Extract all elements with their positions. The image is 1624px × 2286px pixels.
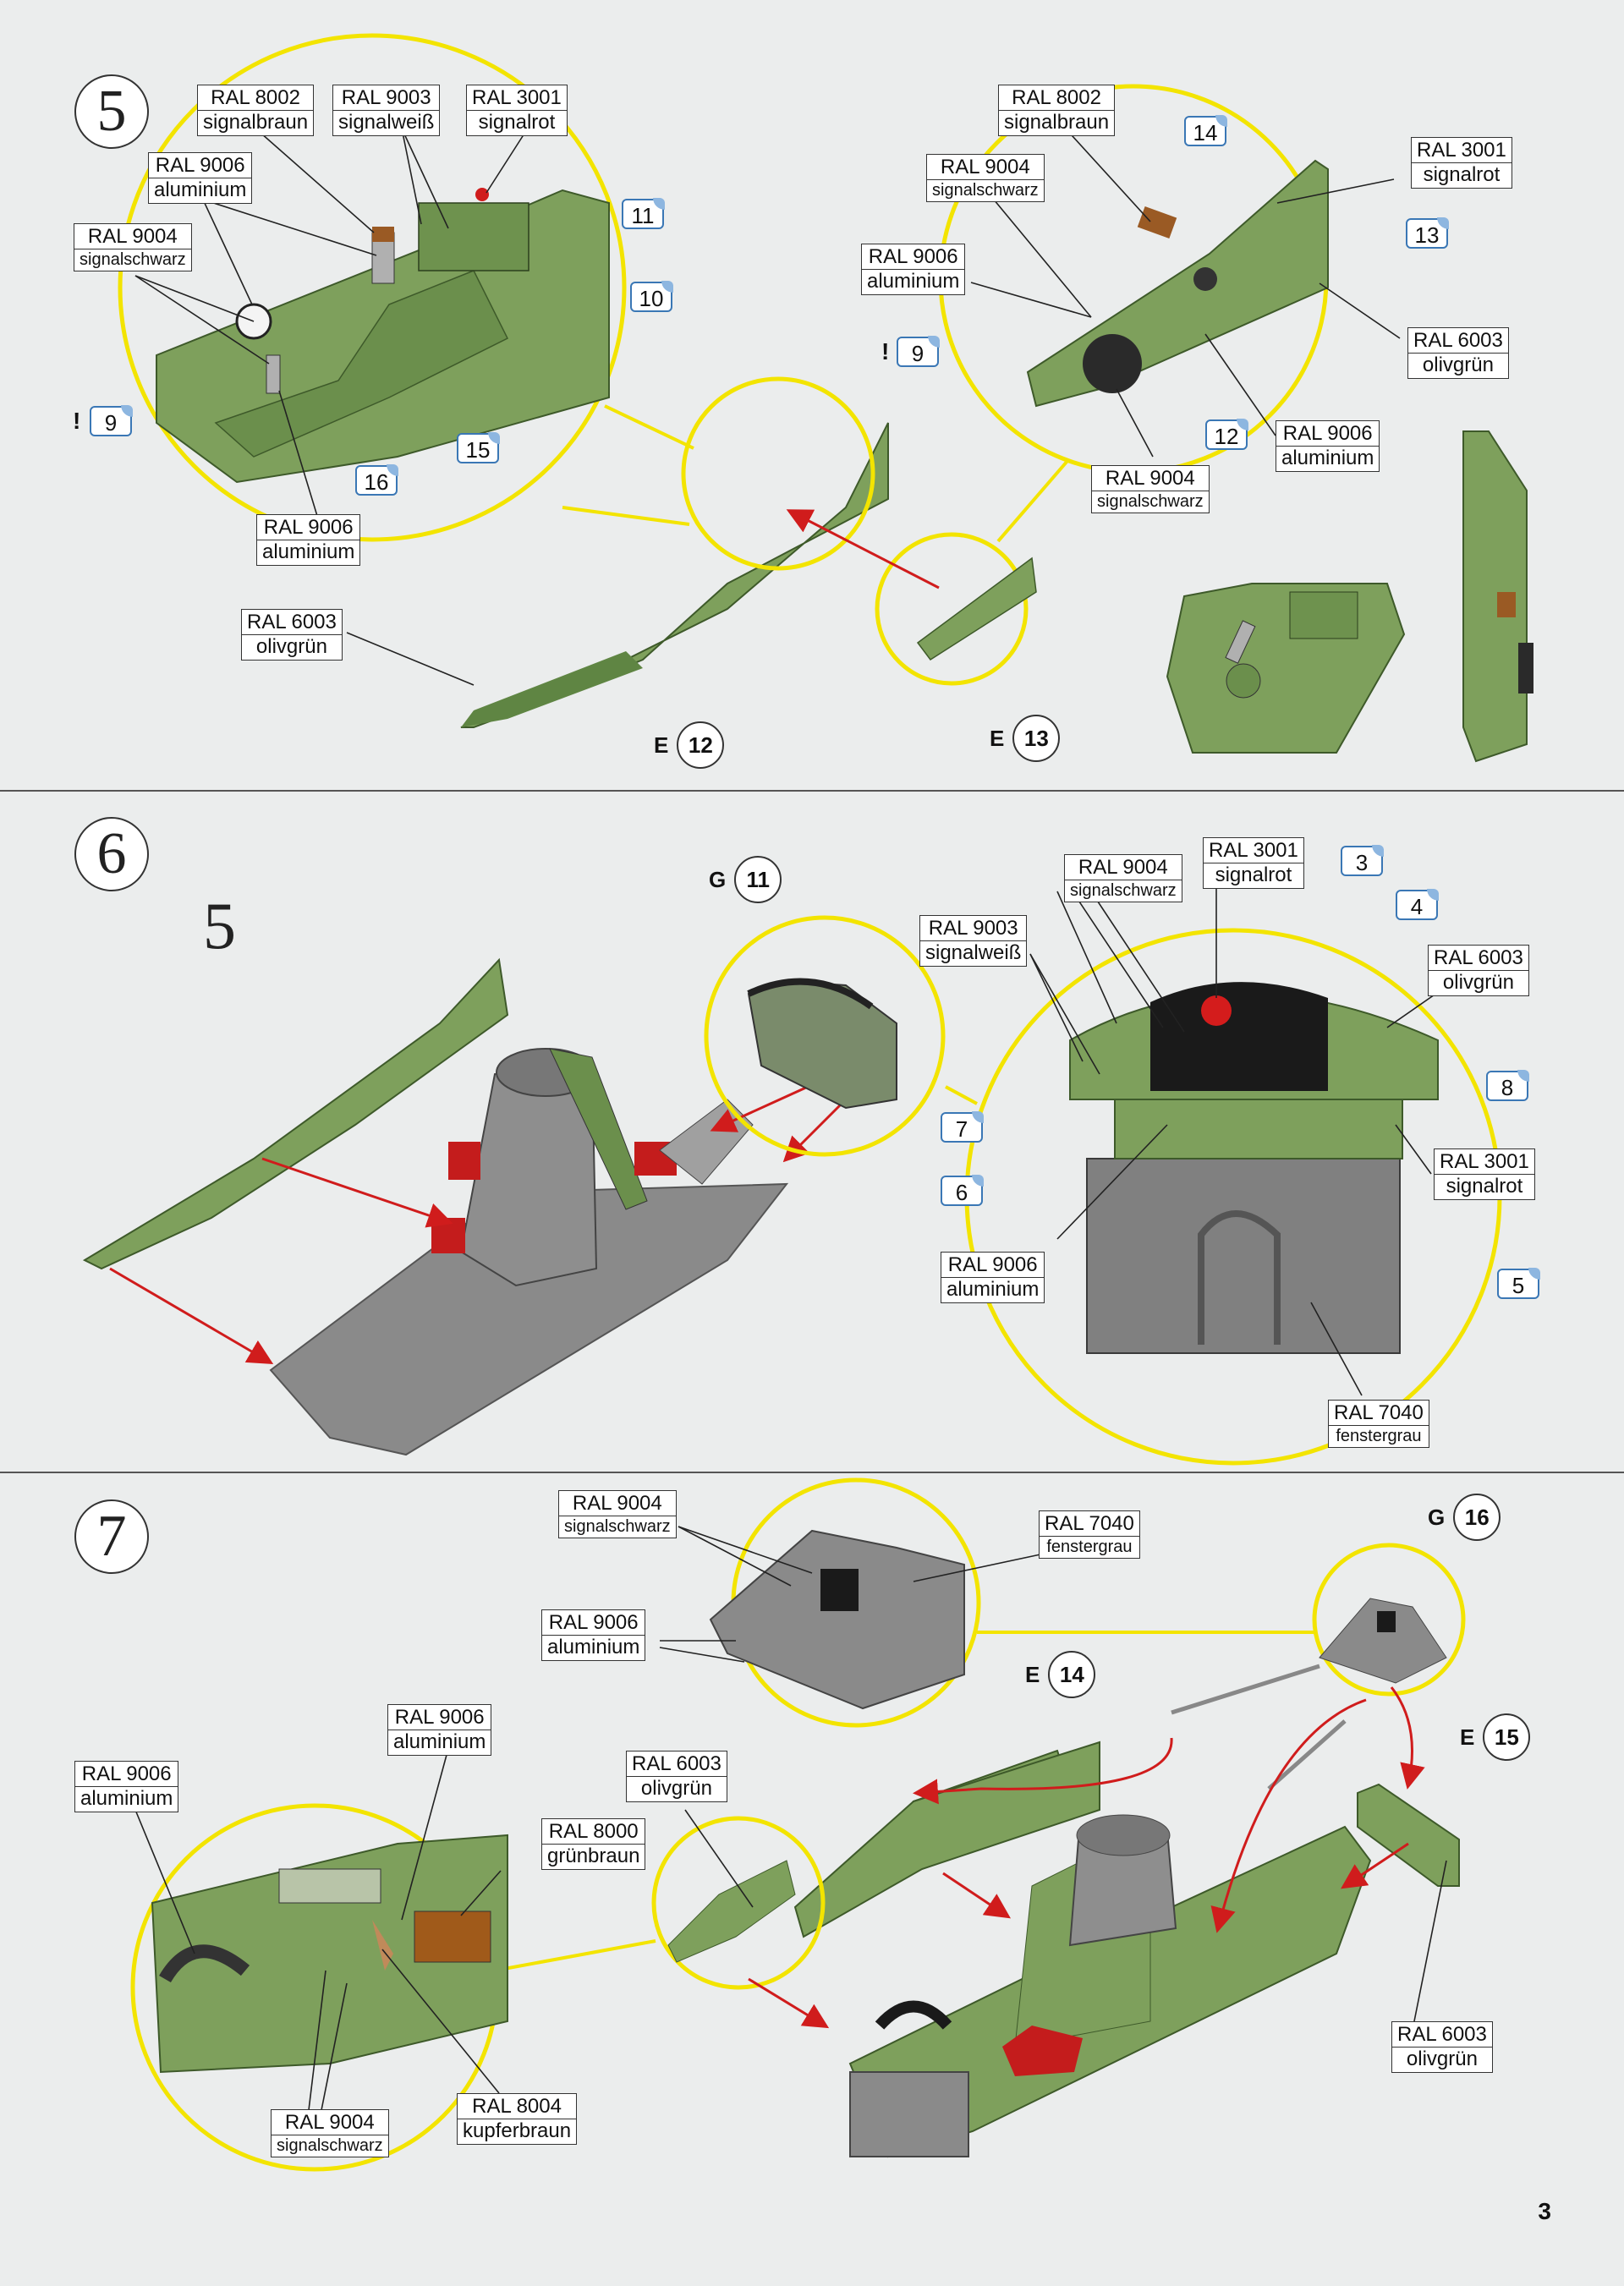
step-number-6: 6 xyxy=(74,817,149,891)
section-divider xyxy=(0,1472,1624,1473)
step7-art xyxy=(130,1477,1466,2172)
part-callout: 13 xyxy=(1406,217,1449,249)
step-number-7: 7 xyxy=(74,1499,149,1574)
part-callout: 9 xyxy=(90,405,133,436)
step5-side-panel xyxy=(460,422,889,728)
part-callout: 5 xyxy=(1497,1268,1540,1299)
part-callout: 15 xyxy=(457,432,500,463)
step-reference-5: 5 xyxy=(203,889,236,962)
attention-mark: ! xyxy=(881,338,890,365)
part-callout: 6 xyxy=(941,1175,984,1206)
step5-art xyxy=(118,33,1533,763)
part-callout: 4 xyxy=(1396,889,1439,920)
page-number: 3 xyxy=(1538,2198,1551,2224)
step-number-5: 5 xyxy=(74,74,149,149)
part-callout: 12 xyxy=(1205,419,1248,450)
part-callout: 11 xyxy=(622,198,665,229)
part-callout: 9 xyxy=(897,336,940,367)
attention-mark: ! xyxy=(73,408,81,434)
part-callout: 14 xyxy=(1184,115,1227,146)
part-callout: 8 xyxy=(1486,1070,1529,1101)
leader-lines xyxy=(134,126,1457,2111)
step5-detail-circle xyxy=(118,33,627,542)
part-callout: 3 xyxy=(1341,845,1384,876)
part-callout: 16 xyxy=(355,464,398,496)
step6-art xyxy=(82,915,1502,1466)
part-callout: 10 xyxy=(630,281,673,312)
part-callout: 7 xyxy=(941,1111,984,1143)
section-divider xyxy=(0,790,1624,792)
